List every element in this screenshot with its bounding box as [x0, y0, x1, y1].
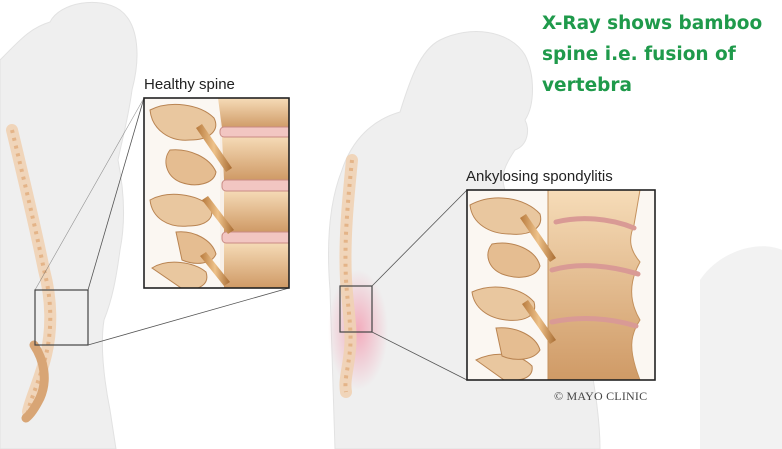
ankylosing-spondylitis-label: Ankylosing spondylitis	[466, 168, 613, 185]
caption-line-2: spine i.e. fusion of	[542, 39, 782, 70]
healthy-spine-label: Healthy spine	[144, 76, 235, 93]
healthy-spine-inset	[144, 98, 300, 290]
healthy-body-silhouette	[0, 2, 137, 449]
xray-caption: X-Ray shows bamboo spine i.e. fusion of …	[542, 8, 782, 101]
mayo-clinic-copyright: © MAYO CLINIC	[554, 389, 647, 404]
ankylosing-spine-column	[345, 160, 352, 392]
background-figure	[700, 246, 782, 449]
caption-line-1: X-Ray shows bamboo	[542, 8, 782, 39]
caption-line-3: vertebra	[542, 70, 782, 101]
ankylosing-spine-inset	[467, 190, 655, 380]
